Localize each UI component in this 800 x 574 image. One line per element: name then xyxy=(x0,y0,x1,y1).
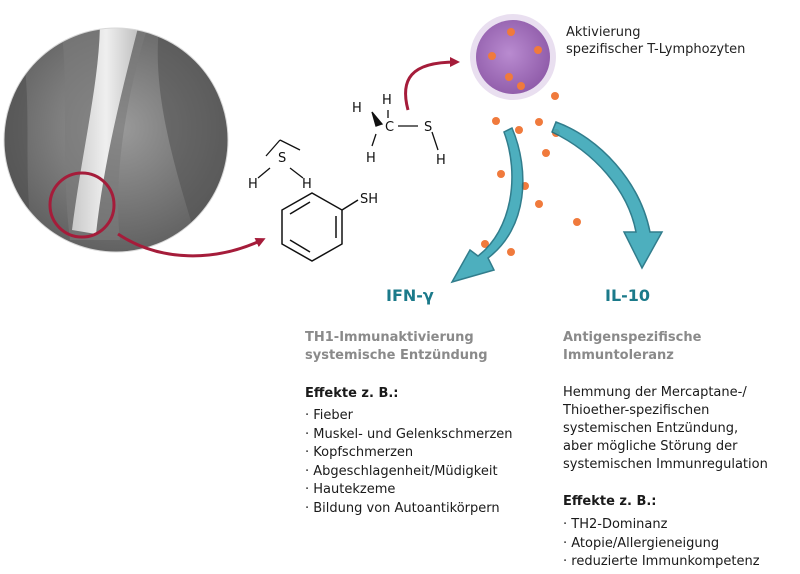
right-effects-title: Effekte z. B.: xyxy=(563,494,657,509)
xray-image xyxy=(4,28,228,252)
cytokine-il10: IL-10 xyxy=(605,286,651,305)
right-description-line: aber mögliche Störung der xyxy=(563,439,738,454)
methanethiol-h-left: H xyxy=(352,101,362,116)
right-heading: Antigenspezifische Immuntoleranz xyxy=(563,329,701,365)
cell-label-line1: Aktivierung xyxy=(566,25,641,40)
right-description: Hemmung der Mercaptane-/ Thioether-spezif… xyxy=(563,384,768,474)
t-lymphocyte-cell xyxy=(470,14,556,100)
xray-border xyxy=(3,27,229,253)
left-effect-item: Abgeschlagenheit/Müdigkeit xyxy=(305,463,513,482)
cytokine-ifn: IFN-γ xyxy=(386,286,434,305)
right-effect-item: Atopie/Allergieneigung xyxy=(563,535,760,554)
methanethiol-molecule xyxy=(371,110,439,151)
methanethiol-h-s: H xyxy=(436,153,446,168)
h2s-h2: H xyxy=(302,177,312,192)
cytokine-dots xyxy=(481,92,581,256)
cell-label: Aktivierung spezifischer T-Lymphozyten xyxy=(566,24,745,58)
right-description-line: systemischen Immunregulation xyxy=(563,457,768,472)
h2s-s: S xyxy=(278,151,286,166)
left-heading-line1: TH1-Immunaktivierung xyxy=(305,330,474,345)
arrow-to-ifn xyxy=(450,126,524,284)
arrow-to-il10 xyxy=(551,121,664,270)
h2s-h1: H xyxy=(248,177,258,192)
right-description-line: Thioether-spezifischen xyxy=(563,403,710,418)
left-effect-item: Hautekzeme xyxy=(305,481,513,500)
right-effects-list: TH2-DominanzAtopie/Allergieneigungreduzi… xyxy=(563,516,760,572)
left-effects-list: FieberMuskel- und GelenkschmerzenKopfsch… xyxy=(305,407,513,519)
highlight-circle xyxy=(48,171,116,239)
thiophenol-sh: SH xyxy=(360,192,378,207)
right-description-line: Hemmung der Mercaptane-/ xyxy=(563,385,747,400)
right-description-line: systemischen Entzündung, xyxy=(563,421,739,436)
left-effect-item: Muskel- und Gelenkschmerzen xyxy=(305,426,512,445)
left-heading-line2: systemische Entzündung xyxy=(305,348,488,363)
left-effects-title: Effekte z. B.: xyxy=(305,386,399,401)
red-arrow-to-thiophenol xyxy=(117,232,266,258)
right-heading-line2: Immuntoleranz xyxy=(563,348,674,363)
left-effect-item: Kopfschmerzen xyxy=(305,444,513,463)
right-heading-line1: Antigenspezifische xyxy=(563,330,702,345)
right-effect-item: reduzierte Immunkompetenz xyxy=(563,553,759,572)
red-arrow-to-cell xyxy=(404,57,460,111)
methanethiol-c: C xyxy=(385,120,394,135)
methanethiol-s: S xyxy=(424,120,432,135)
left-effect-item: Bildung von Autoantikörpern xyxy=(305,500,513,519)
left-effect-item: Fieber xyxy=(305,407,513,426)
methanethiol-h-top: H xyxy=(382,93,392,108)
thiophenol-molecule xyxy=(281,192,359,262)
left-heading: TH1-Immunaktivierung systemische Entzünd… xyxy=(305,329,488,365)
h2s-molecule xyxy=(257,139,304,179)
right-effect-item: TH2-Dominanz xyxy=(563,516,760,535)
cell-label-line2: spezifischer T-Lymphozyten xyxy=(566,42,746,57)
methanethiol-h-bottom: H xyxy=(366,151,376,166)
